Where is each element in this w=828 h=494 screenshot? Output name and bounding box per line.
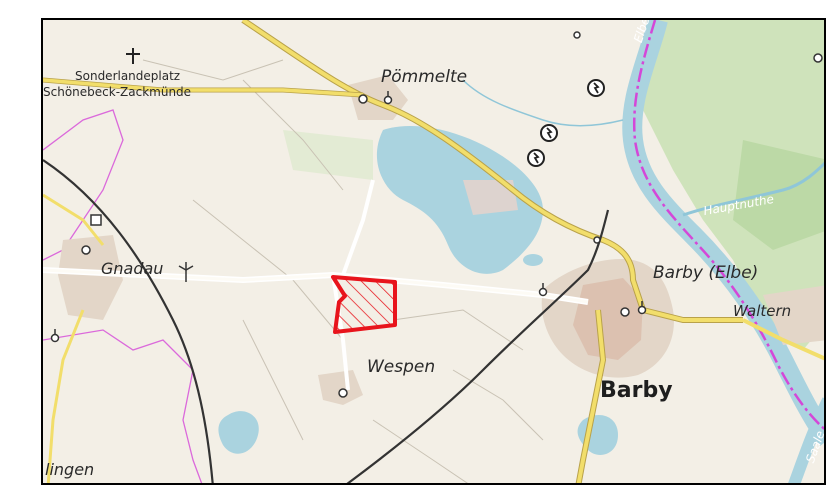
forest-area: [643, 20, 824, 350]
town-label-gnadau: Gnadau: [101, 259, 164, 278]
roads: [43, 20, 824, 483]
town-label-poemmelte: Pömmelte: [381, 67, 468, 87]
railway-station-icon[interactable]: [90, 214, 102, 226]
stream: [462, 79, 624, 127]
industrial-area: [463, 180, 518, 215]
saale-river: [788, 397, 824, 483]
forest-area-2: [733, 140, 824, 250]
map-canvas[interactable]: [43, 20, 826, 485]
lake-north: [376, 125, 543, 274]
place-markers: [81, 31, 823, 398]
town-label-lingen: lingen: [45, 460, 95, 479]
power-plant-icon[interactable]: [527, 149, 545, 167]
pond-2: [492, 245, 504, 255]
highlighted-parcel[interactable]: [331, 275, 397, 334]
pond: [523, 254, 543, 266]
town-label-barby-elbe: Barby (Elbe): [653, 263, 759, 283]
settlement-barby-core: [573, 278, 643, 360]
church-icon[interactable]: [538, 283, 548, 297]
town-label-wespen: Wespen: [367, 357, 436, 377]
field-paths: [142, 59, 544, 483]
settlement-wespen: [318, 370, 363, 405]
railway-line: [43, 159, 214, 483]
church-icon[interactable]: [50, 329, 60, 343]
town-label-barby: Barby: [600, 378, 673, 403]
airfield-label-line1: Sonderlandeplatz: [75, 69, 181, 83]
state-boundary: [633, 20, 824, 431]
town-label-walternienburg: Waltern: [733, 302, 792, 320]
church-icon[interactable]: [637, 301, 647, 315]
settlement-gnadau: [58, 235, 123, 320]
map-frame[interactable]: Sonderlandeplatz Schönebeck-Zackmünde Pö…: [41, 18, 826, 485]
church-icon[interactable]: [383, 91, 393, 105]
lake-southwest: [218, 411, 259, 454]
power-plant-icon[interactable]: [587, 79, 605, 97]
hauptnuthe-stream: [682, 161, 824, 217]
airfield-label: Sonderlandeplatz: [75, 70, 180, 83]
airfield-label-line2: Schönebeck-Zackmünde: [43, 85, 192, 99]
settlement-walternienburg: [763, 285, 824, 345]
airfield-icon[interactable]: [126, 48, 140, 64]
district-boundary-2: [43, 329, 203, 483]
wind-turbine-icon[interactable]: [178, 262, 194, 282]
railway-line-2: [346, 209, 610, 483]
power-plant-icon[interactable]: [540, 124, 558, 142]
